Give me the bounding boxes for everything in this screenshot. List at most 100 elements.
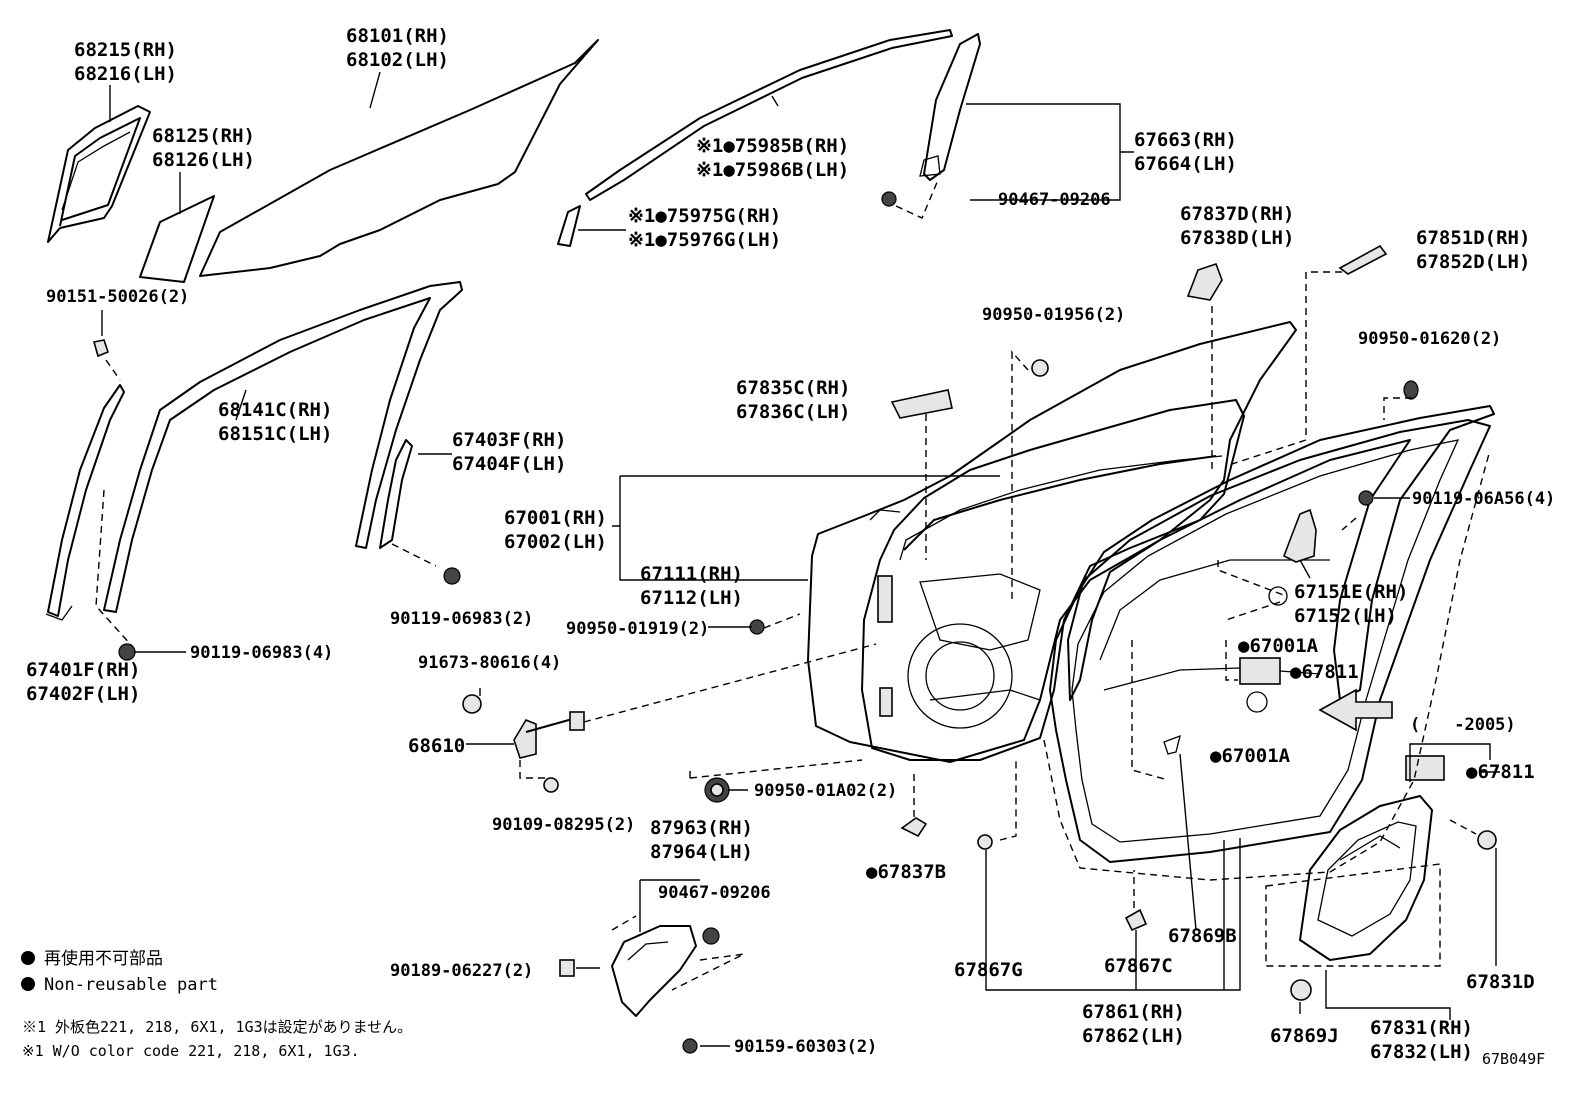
label-91673: 91673-80616(4) — [418, 653, 561, 673]
label-67867c: 67867C — [1104, 955, 1173, 977]
label-68151c: 68151C(LH) — [218, 423, 332, 445]
label-67838d: 67838D(LH) — [1180, 227, 1294, 249]
door-service-hole-cover — [1299, 795, 1433, 961]
label-75986b: ※1●75986B(LH) — [696, 159, 849, 181]
molding-end-piece — [557, 205, 581, 247]
label-68101: 68101(RH) — [346, 25, 449, 47]
label-67837d: 67837D(RH) — [1180, 203, 1294, 225]
plug-67869j — [1290, 979, 1312, 1001]
label-67835c: 67835C(RH) — [736, 377, 850, 399]
label-90189: 90189-06227(2) — [390, 961, 533, 981]
label-68125: 68125(RH) — [152, 125, 255, 147]
door-check — [462, 694, 585, 793]
label-67404f: 67404F(LH) — [452, 453, 566, 475]
label-68216: 68216(LH) — [74, 63, 177, 85]
dashed-guides — [95, 179, 1491, 991]
clip-67837d — [1186, 262, 1223, 301]
door-glass — [199, 39, 599, 277]
label-90950-1a02: 90950-01A02(2) — [754, 781, 897, 801]
bolt-90119-a56 — [1358, 490, 1374, 506]
clip-67851d — [1338, 244, 1388, 275]
label-67831: 67831(RH) — [1370, 1017, 1473, 1039]
label-67111: 67111(RH) — [640, 563, 743, 585]
label-68126: 68126(LH) — [152, 149, 255, 171]
legend-jp: 再使用不可部品 — [44, 948, 163, 969]
label-75975g: ※1●75975G(RH) — [628, 205, 781, 227]
label-90950-1620: 90950-01620(2) — [1358, 329, 1501, 349]
footnotes: ※1 外板色221, 218, 6X1, 1G3は設定がありません。 ※1 W/… — [22, 1018, 412, 1060]
roof-molding — [585, 29, 953, 201]
label-68610: 68610 — [408, 735, 465, 757]
direction-arrow — [1318, 688, 1393, 732]
footnote-en: ※1 W/O color code 221, 218, 6X1, 1G3. — [22, 1042, 360, 1060]
small-triangle-glass — [139, 195, 215, 283]
bullet-icon — [21, 977, 35, 991]
part-labels: 68215(RH) 68216(LH) 68101(RH) 68102(LH) … — [26, 25, 1555, 1068]
label-90159: 90159-60303(2) — [734, 1037, 877, 1057]
label-90467-b: 90467-09206 — [658, 883, 771, 903]
label-90151: 90151-50026(2) — [46, 287, 189, 307]
label-68141c: 68141C(RH) — [218, 399, 332, 421]
label-67002: 67002(LH) — [504, 531, 607, 553]
leader-lines — [101, 71, 1500, 1047]
label-75976g: ※1●75976G(LH) — [628, 229, 781, 251]
plug-90950-1919 — [749, 619, 765, 635]
label-67151e: 67151E(RH) — [1294, 581, 1408, 603]
label-90467-a: 90467-09206 — [998, 190, 1111, 210]
label-67664: 67664(LH) — [1134, 153, 1237, 175]
label-67152: 67152(LH) — [1294, 605, 1397, 627]
label-67001a-1: ●67001A — [1238, 635, 1319, 657]
label-67811-a: ●67811 — [1290, 661, 1359, 683]
rear-channel — [379, 439, 413, 549]
label-87964: 87964(LH) — [650, 841, 753, 863]
plug-67831d — [1477, 830, 1497, 850]
label-90119-a56: 90119-06A56(4) — [1412, 489, 1555, 509]
diagram-code: 67B049F — [1482, 1050, 1545, 1068]
clip-90151 — [92, 339, 109, 358]
label-67663: 67663(RH) — [1134, 129, 1237, 151]
label-87963: 87963(RH) — [650, 817, 753, 839]
label-67869b: 67869B — [1168, 925, 1237, 947]
label-67402f: 67402F(LH) — [26, 683, 140, 705]
label-75985b: ※1●75985B(RH) — [696, 135, 849, 157]
quarter-window-frame — [47, 105, 151, 243]
plug-90950-1620 — [1403, 380, 1419, 400]
label-67112: 67112(LH) — [640, 587, 743, 609]
clip-67867g — [977, 834, 993, 850]
bolt-90159 — [682, 1038, 698, 1054]
label-68102: 68102(LH) — [346, 49, 449, 71]
bullet-icon — [21, 951, 35, 965]
legend: 再使用不可部品 Non-reusable part — [21, 948, 218, 995]
plug-90950-1956 — [1031, 359, 1049, 377]
label-67001a-2: ●67001A — [1210, 745, 1291, 767]
label-67401f: 67401F(RH) — [26, 659, 140, 681]
label-2005: ( -2005) — [1410, 715, 1516, 735]
label-67811-b: ●67811 — [1466, 761, 1535, 783]
label-68215: 68215(RH) — [74, 39, 177, 61]
pad-67811-lower — [1405, 755, 1445, 781]
label-67001: 67001(RH) — [504, 507, 607, 529]
bracket-67151e — [1282, 508, 1317, 563]
label-67836c: 67836C(LH) — [736, 401, 850, 423]
nut-90467-b — [702, 927, 720, 945]
clip-67837b — [900, 817, 928, 838]
label-90119-983-2: 90119-06983(2) — [390, 609, 533, 629]
label-90109: 90109-08295(2) — [492, 815, 635, 835]
plug-67001a-upper — [1268, 586, 1288, 606]
clip-67869b — [1163, 734, 1181, 755]
label-67869j: 67869J — [1270, 1025, 1339, 1047]
label-67862: 67862(LH) — [1082, 1025, 1185, 1047]
pillar-garnish — [919, 33, 981, 181]
footnote-jp: ※1 外板色221, 218, 6X1, 1G3は設定がありません。 — [22, 1018, 412, 1036]
front-channel — [45, 384, 125, 621]
label-90950-1919: 90950-01919(2) — [566, 619, 709, 639]
plug-67001a-lower — [1246, 691, 1268, 713]
label-67831d: 67831D — [1466, 971, 1535, 993]
label-67851d: 67851D(RH) — [1416, 227, 1530, 249]
clip-90189 — [559, 959, 575, 977]
bolt-90119-983-2 — [443, 567, 461, 585]
label-67832: 67832(LH) — [1370, 1041, 1473, 1063]
door-weatherstrip-seal — [1049, 419, 1491, 863]
label-90119-983-4: 90119-06983(4) — [190, 643, 333, 663]
